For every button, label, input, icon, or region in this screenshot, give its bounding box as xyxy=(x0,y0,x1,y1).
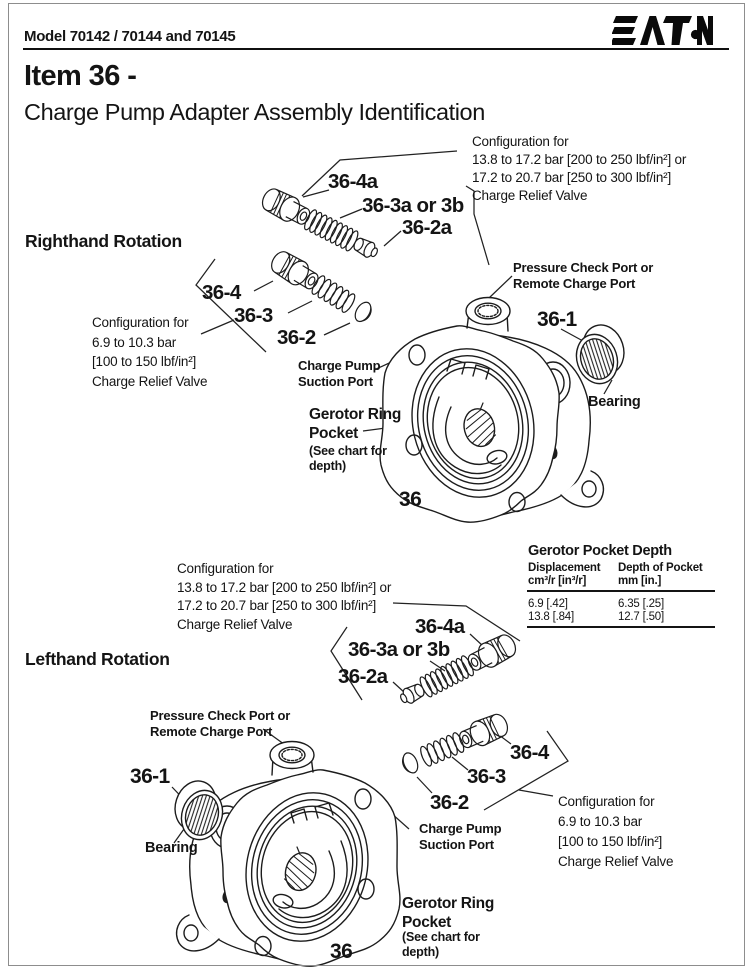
callout-bearing-lefthand: Bearing xyxy=(145,840,198,856)
table-row: 6.35 [.25] xyxy=(618,598,664,610)
label-36-4-lefthand: 36-4 xyxy=(510,741,549,764)
callout-suction-port-lefthand: Charge Pump Suction Port xyxy=(419,821,502,852)
label-36-4a-righthand: 36-4a xyxy=(328,170,378,193)
config-high-pressure-lefthand: Configuration for 13.8 to 17.2 bar [200 … xyxy=(177,561,392,632)
section-heading-lefthand: Lefthand Rotation xyxy=(25,649,170,669)
righthand-valve-set-low xyxy=(267,247,376,326)
label-36-3-lefthand: 36-3 xyxy=(467,765,506,788)
config-low-pressure-righthand: Configuration for 6.9 to 10.3 bar [100 t… xyxy=(92,315,208,389)
page-title: Item 36 - xyxy=(24,60,137,92)
label-36-2a-lefthand: 36-2a xyxy=(338,665,388,688)
label-36-lefthand: 36 xyxy=(330,940,353,963)
table-row: 12.7 [.50] xyxy=(618,611,664,623)
page-subtitle: Charge Pump Adapter Assembly Identificat… xyxy=(24,99,485,125)
callout-gerotor-note-lefthand: (See chart for depth) xyxy=(402,930,480,959)
callout-suction-port-righthand: Charge Pump Suction Port xyxy=(298,358,381,389)
label-36-1-lefthand: 36-1 xyxy=(130,765,170,788)
callout-gerotor-pocket-lefthand: Gerotor Ring Pocket xyxy=(402,895,494,931)
label-36-2a-righthand: 36-2a xyxy=(402,216,452,239)
label-36-1-righthand: 36-1 xyxy=(537,308,577,331)
eaton-logo xyxy=(612,16,713,45)
table-row: 13.8 [.84] xyxy=(528,611,574,623)
label-36-righthand: 36 xyxy=(399,488,422,511)
label-36-3ab-righthand: 36-3a or 3b xyxy=(362,194,464,217)
label-36-3ab-lefthand: 36-3a or 3b xyxy=(348,638,450,661)
table-title: Gerotor Pocket Depth xyxy=(528,543,672,559)
callout-gerotor-note-righthand: (See chart for depth) xyxy=(309,444,387,473)
model-number: Model 70142 / 70144 and 70145 xyxy=(24,28,236,45)
table-header-rule xyxy=(527,590,715,592)
config-low-pressure-lefthand: Configuration for 6.9 to 10.3 bar [100 t… xyxy=(558,794,674,869)
config-high-pressure-righthand: Configuration for 13.8 to 17.2 bar [200 … xyxy=(472,134,687,203)
label-36-4-righthand: 36-4 xyxy=(202,281,241,304)
label-36-2-lefthand: 36-2 xyxy=(430,791,469,814)
lefthand-housing-drawing xyxy=(175,740,401,967)
label-36-4a-lefthand: 36-4a xyxy=(415,615,465,638)
label-36-2-righthand: 36-2 xyxy=(277,326,316,349)
callout-pressure-port-lefthand: Pressure Check Port or Remote Charge Por… xyxy=(150,708,291,739)
table-col1-header: Displacement cm³/r [in³/r] xyxy=(528,562,601,587)
callout-bearing-righthand: Bearing xyxy=(588,394,641,410)
callout-gerotor-pocket-righthand: Gerotor Ring Pocket xyxy=(309,406,401,442)
section-heading-righthand: Righthand Rotation xyxy=(25,231,182,251)
callout-pressure-port-righthand: Pressure Check Port or Remote Charge Por… xyxy=(513,260,654,291)
header-divider xyxy=(23,48,729,50)
table-row: 6.9 [.42] xyxy=(528,598,568,610)
table-bottom-rule xyxy=(527,626,715,628)
table-col2-header: Depth of Pocket mm [in.] xyxy=(618,562,703,587)
label-36-3-righthand: 36-3 xyxy=(234,304,273,327)
